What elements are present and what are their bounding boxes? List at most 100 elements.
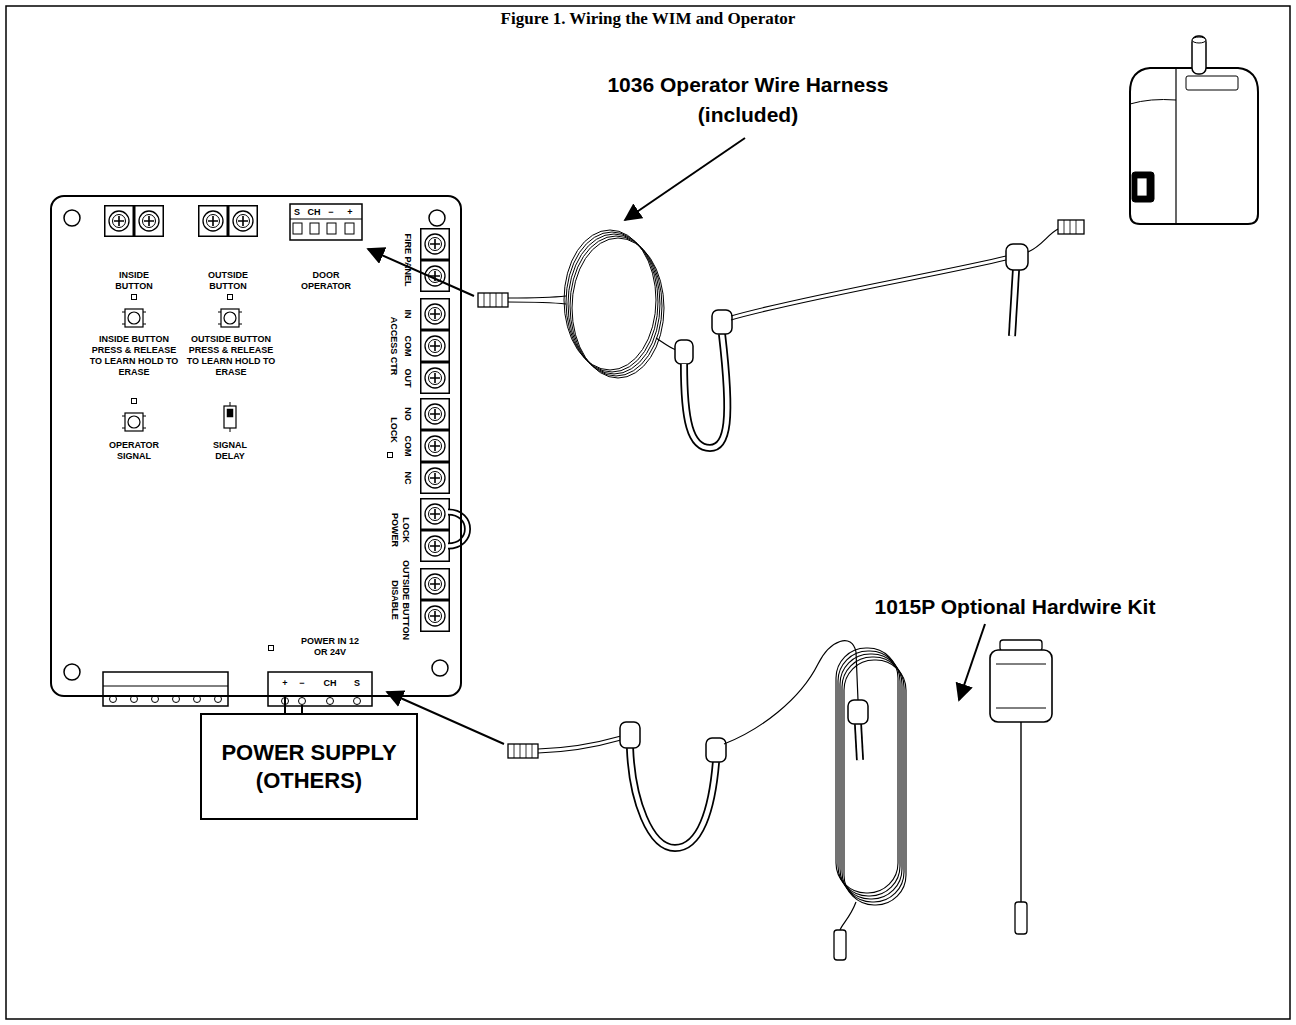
door-operator-connector	[310, 223, 319, 234]
pin-label: +	[346, 207, 353, 217]
hardwire-kit	[838, 651, 900, 896]
operator-wire-harness	[675, 340, 693, 364]
door-operator-unit	[1130, 36, 1258, 224]
six-pin-connector	[103, 686, 228, 687]
leader-arrow	[368, 249, 474, 296]
screw-terminal	[421, 499, 450, 530]
board-label: COM	[402, 336, 413, 357]
operator-wire-harness	[1012, 270, 1016, 336]
learn-button	[122, 309, 146, 327]
operator-wire-harness	[684, 334, 727, 448]
door-operator-unit	[1130, 68, 1258, 224]
hardwire-kit	[514, 744, 532, 758]
hardwire-kit	[1015, 902, 1027, 934]
door-operator-unit	[1192, 36, 1206, 74]
board-label: INSIDE BUTTON	[103, 270, 165, 292]
operator-wire-harness	[508, 302, 566, 304]
hardwire-kit	[620, 722, 640, 748]
door-operator-unit	[1192, 37, 1206, 43]
hardwire-kit	[842, 657, 904, 902]
hardwire-kit	[996, 664, 1046, 708]
operator-wire-harness	[572, 238, 664, 378]
learn-button	[122, 413, 146, 431]
board-label: NO	[402, 407, 413, 421]
learn-button	[218, 309, 242, 327]
signal-delay-switch	[227, 409, 233, 417]
operator-wire-harness	[656, 338, 676, 350]
signal-delay-switch	[224, 402, 236, 432]
screw-terminal	[421, 531, 450, 562]
board-mounting-hole	[64, 210, 80, 226]
hardwire-kit	[836, 648, 898, 893]
screw-terminal	[229, 206, 258, 237]
hardwire-kit	[858, 724, 860, 760]
board-label: POWER IN 12 OR 24V	[297, 636, 363, 658]
hardwire-kit	[630, 748, 716, 848]
board-mounting-hole	[64, 664, 80, 680]
status-led	[132, 399, 137, 404]
board-label: COM	[402, 436, 413, 457]
lock-power-jumper	[448, 512, 468, 546]
operator-wire-harness	[1064, 220, 1076, 234]
hardwire-kit	[990, 650, 1052, 722]
board-label: SIGNAL DELAY	[199, 440, 261, 462]
pin-label: CH	[307, 207, 322, 217]
screw-terminal	[421, 363, 450, 394]
callout-label: 1036 Operator Wire Harness (included)	[578, 70, 918, 130]
figure-title: Figure 1. Wiring the WIM and Operator	[0, 9, 1296, 29]
hardwire-kit	[840, 902, 856, 930]
screw-terminal	[105, 206, 134, 237]
door-operator-connector	[290, 219, 362, 220]
operator-wire-harness	[1006, 244, 1028, 270]
door-operator-connector	[293, 223, 302, 234]
six-pin-connector	[103, 672, 228, 706]
screw-terminal	[421, 331, 450, 362]
circuit-board: INSIDE BUTTON OUTSIDE BUTTON DOOR OPERATOR…	[50, 195, 462, 697]
hardwire-kit	[538, 740, 621, 753]
pin-label: −	[298, 678, 305, 688]
screw-terminal	[421, 229, 450, 260]
door-operator-connector	[345, 223, 354, 234]
door-operator-unit	[1175, 68, 1176, 224]
operator-wire-harness	[1012, 270, 1016, 336]
operator-wire-harness	[712, 310, 732, 334]
status-led	[269, 646, 274, 651]
board-label: IN	[402, 310, 413, 319]
board-label: OUTSIDE BUTTON DISABLE	[389, 555, 411, 645]
hardwire-kit	[848, 700, 868, 724]
board-label: NC	[402, 472, 413, 485]
door-operator-unit	[1186, 76, 1238, 90]
hardwire-kit	[1020, 722, 1021, 902]
six-pin-connector	[103, 672, 228, 706]
door-operator-connector	[290, 204, 362, 240]
board-label: OUTSIDE BUTTON	[195, 270, 261, 292]
box-label: POWER SUPPLY (OTHERS)	[202, 739, 416, 795]
power-in-connector	[268, 672, 372, 706]
board-label: OUTSIDE BUTTON PRESS & RELEASE TO LEARN …	[184, 334, 278, 378]
operator-wire-harness	[1028, 229, 1058, 252]
power-wire	[284, 697, 286, 713]
door-operator-connector	[327, 223, 336, 234]
screw-terminal	[421, 261, 450, 292]
board-label: DOOR OPERATOR	[291, 270, 361, 292]
pin-label: S	[353, 678, 361, 688]
hardwire-kit	[508, 744, 538, 758]
signal-delay-switch	[224, 406, 236, 428]
board-label: INSIDE BUTTON PRESS & RELEASE TO LEARN H…	[87, 334, 181, 378]
power-in-connector	[299, 698, 306, 705]
board-mounting-hole	[429, 210, 445, 226]
hardwire-kit	[508, 640, 1052, 960]
board-label: OUT	[402, 369, 413, 388]
hardwire-kit	[844, 660, 906, 905]
operator-wire-harness	[478, 220, 1084, 448]
leader-arrow	[959, 624, 985, 700]
leader-arrow	[625, 138, 745, 220]
hardwire-kit	[834, 930, 846, 960]
figure-frame	[6, 6, 1290, 1019]
screw-terminal	[421, 463, 450, 494]
hardwire-kit	[706, 738, 726, 762]
status-led	[132, 295, 137, 300]
